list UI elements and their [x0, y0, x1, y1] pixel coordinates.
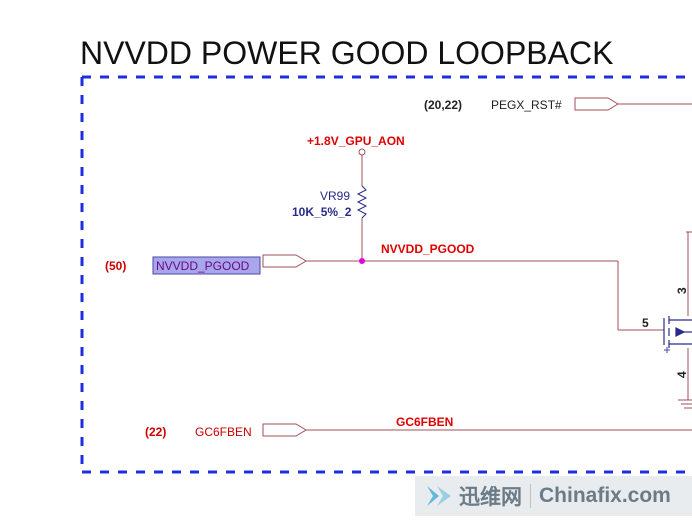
watermark-en-text: Chinafix.com — [539, 484, 671, 507]
nvvdd-junction — [359, 258, 365, 264]
resistor-value: 10K_5%_2 — [292, 205, 352, 219]
ground-symbol — [678, 399, 692, 409]
power-rail-label: +1.8V_GPU_AON — [307, 134, 405, 148]
nvvdd-net-label: NVVDD_PGOOD — [381, 242, 475, 256]
pegx-rst-port — [574, 97, 619, 111]
dashed-border — [80, 75, 692, 474]
drain-pin-number: 3 — [675, 287, 689, 294]
watermark-cn-text: 迅维网 — [459, 485, 522, 509]
watermark-banner: 迅维网 Chinafix.com — [415, 476, 692, 516]
diagram-title: NVVDD POWER GOOD LOOPBACK — [80, 35, 613, 71]
nvvdd-port — [262, 254, 307, 268]
mosfet-symbol — [663, 316, 692, 353]
gc6fben-input-label: GC6FBEN — [195, 425, 252, 439]
gate-pin-number: 5 — [642, 316, 649, 330]
resistor-designator: VR99 — [320, 189, 350, 203]
resistor-vr99-symbol — [356, 185, 368, 219]
nvvdd-ref: (50) — [105, 259, 126, 273]
gc6fben-net-label: GC6FBEN — [396, 415, 453, 429]
gc6fben-ref: (22) — [145, 425, 166, 439]
watermark-divider — [530, 484, 531, 508]
source-pin-number: 4 — [675, 371, 689, 378]
pegx-rst-ref: (20,22) — [424, 98, 462, 112]
chinafix-logo-icon — [425, 484, 453, 508]
nvvdd-label-highlight — [152, 256, 261, 275]
power-rail-pin — [358, 148, 366, 156]
pegx-rst-label: PEGX_RST# — [491, 98, 562, 112]
nvvdd-input-label: NVVDD_PGOOD — [156, 259, 250, 273]
gc6fben-port — [262, 423, 307, 437]
